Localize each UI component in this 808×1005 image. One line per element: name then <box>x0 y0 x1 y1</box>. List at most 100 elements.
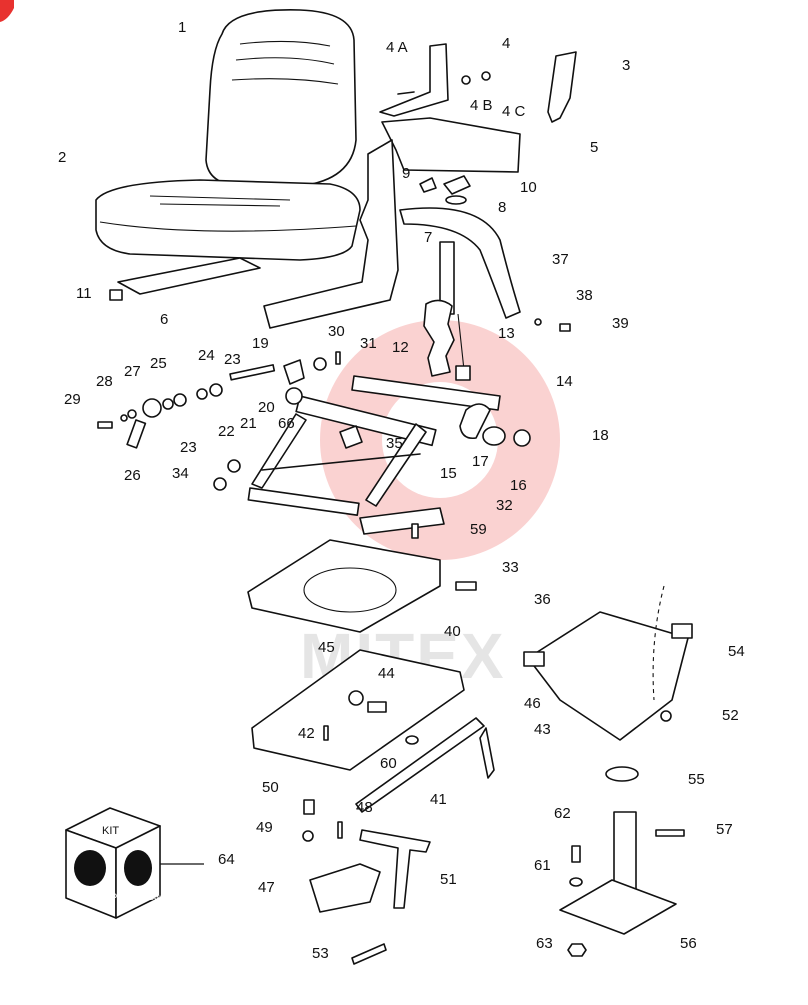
pin-57 <box>655 829 685 837</box>
callout-5: 5 <box>590 139 598 156</box>
corner-badge <box>0 0 14 22</box>
callout-33: 33 <box>502 559 519 576</box>
lever-51 <box>359 829 431 909</box>
callout-49: 49 <box>256 819 273 836</box>
callout-39: 39 <box>612 315 629 332</box>
seat-cushion <box>95 179 361 261</box>
callout-46: 46 <box>524 695 541 712</box>
callout-45: 45 <box>318 639 335 656</box>
pivot-bolt-stack <box>97 364 303 449</box>
callout-18: 18 <box>592 427 609 444</box>
callout-23: 23 <box>224 351 241 368</box>
callout-14: 14 <box>556 373 573 390</box>
washer-45 <box>348 690 364 706</box>
callout-40: 40 <box>444 623 461 640</box>
link-arm <box>459 403 491 440</box>
shock-absorber <box>439 241 471 381</box>
callout-64: 64 <box>218 851 235 868</box>
callout-27: 27 <box>124 363 141 380</box>
pin-42 <box>323 725 329 741</box>
washer-61 <box>569 877 583 887</box>
callout-62: 62 <box>554 805 571 822</box>
kit-brand-right: NEW HOLLAND <box>120 896 166 902</box>
bushing-18 <box>513 429 531 447</box>
rod-41 <box>355 717 485 813</box>
bolt-62 <box>571 845 581 863</box>
dashed-guide <box>652 585 665 701</box>
callout-55: 55 <box>688 771 705 788</box>
kit-label: KIT <box>102 825 119 837</box>
callout-56: 56 <box>680 935 697 952</box>
callout-20: 20 <box>258 399 275 416</box>
callout-37: 37 <box>552 251 569 268</box>
bracket-19 <box>283 359 305 385</box>
callout-17: 17 <box>472 453 489 470</box>
seat-back <box>205 9 357 187</box>
callout-24: 24 <box>198 347 215 364</box>
callout-31: 31 <box>360 335 377 352</box>
callout-22: 22 <box>218 423 235 440</box>
cross-tube <box>359 507 445 535</box>
callout-50: 50 <box>262 779 279 796</box>
nut-4c <box>481 71 491 81</box>
slide-rail <box>117 257 261 295</box>
callout-51: 51 <box>440 871 457 888</box>
kit-brand-left: NEW HOLLAND <box>72 894 118 900</box>
callout-7: 7 <box>424 229 432 246</box>
spacer-44 <box>367 701 387 713</box>
callout-57: 57 <box>716 821 733 838</box>
slide-frame <box>251 649 465 771</box>
bolt-4a <box>397 91 415 95</box>
callout-48: 48 <box>356 799 373 816</box>
nh-logo-left <box>74 850 106 886</box>
callout-4c: 4 C <box>502 103 526 120</box>
callout-23: 23 <box>180 439 197 456</box>
callout-6: 6 <box>160 311 168 328</box>
clip-ring <box>445 195 467 205</box>
washer-49 <box>302 830 314 842</box>
callout-4: 4 <box>502 35 510 52</box>
bolt-50 <box>303 799 315 815</box>
post-base <box>559 811 677 935</box>
callout-12: 12 <box>392 339 409 356</box>
callout-16: 16 <box>510 477 527 494</box>
handle-43 <box>479 727 495 779</box>
ring-55 <box>605 766 639 782</box>
callout-30: 30 <box>328 323 345 340</box>
bushing-30 <box>313 357 327 371</box>
saddle-tube-right <box>671 623 693 639</box>
callout-3: 3 <box>622 57 630 74</box>
callout-43: 43 <box>534 721 551 738</box>
side-bracket <box>547 51 577 123</box>
callout-15: 15 <box>440 465 457 482</box>
mount-plate <box>381 117 521 173</box>
bellows-boot <box>423 299 455 377</box>
bolt-36 <box>455 581 477 591</box>
callout-19: 19 <box>252 335 269 352</box>
callout-28: 28 <box>96 373 113 390</box>
callout-8: 8 <box>498 199 506 216</box>
bracket-47 <box>309 863 381 913</box>
callout-59: 59 <box>470 521 487 538</box>
plug-34a <box>227 459 241 473</box>
bushing-16 <box>482 426 506 446</box>
washer-38 <box>534 318 542 326</box>
mount-bracket <box>379 43 449 117</box>
callout-29: 29 <box>64 391 81 408</box>
rail-stop <box>109 289 123 301</box>
restraint-strap <box>399 207 521 319</box>
callout-53: 53 <box>312 945 329 962</box>
callout-9: 9 <box>402 165 410 182</box>
callout-32: 32 <box>496 497 513 514</box>
callout-4a: 4 A <box>386 39 408 56</box>
spring-53 <box>351 943 387 965</box>
callout-54: 54 <box>728 643 745 660</box>
latch-knob <box>419 177 437 193</box>
callout-52: 52 <box>722 707 739 724</box>
callout-44: 44 <box>378 665 395 682</box>
callout-61: 61 <box>534 857 551 874</box>
callout-1: 1 <box>178 19 186 36</box>
